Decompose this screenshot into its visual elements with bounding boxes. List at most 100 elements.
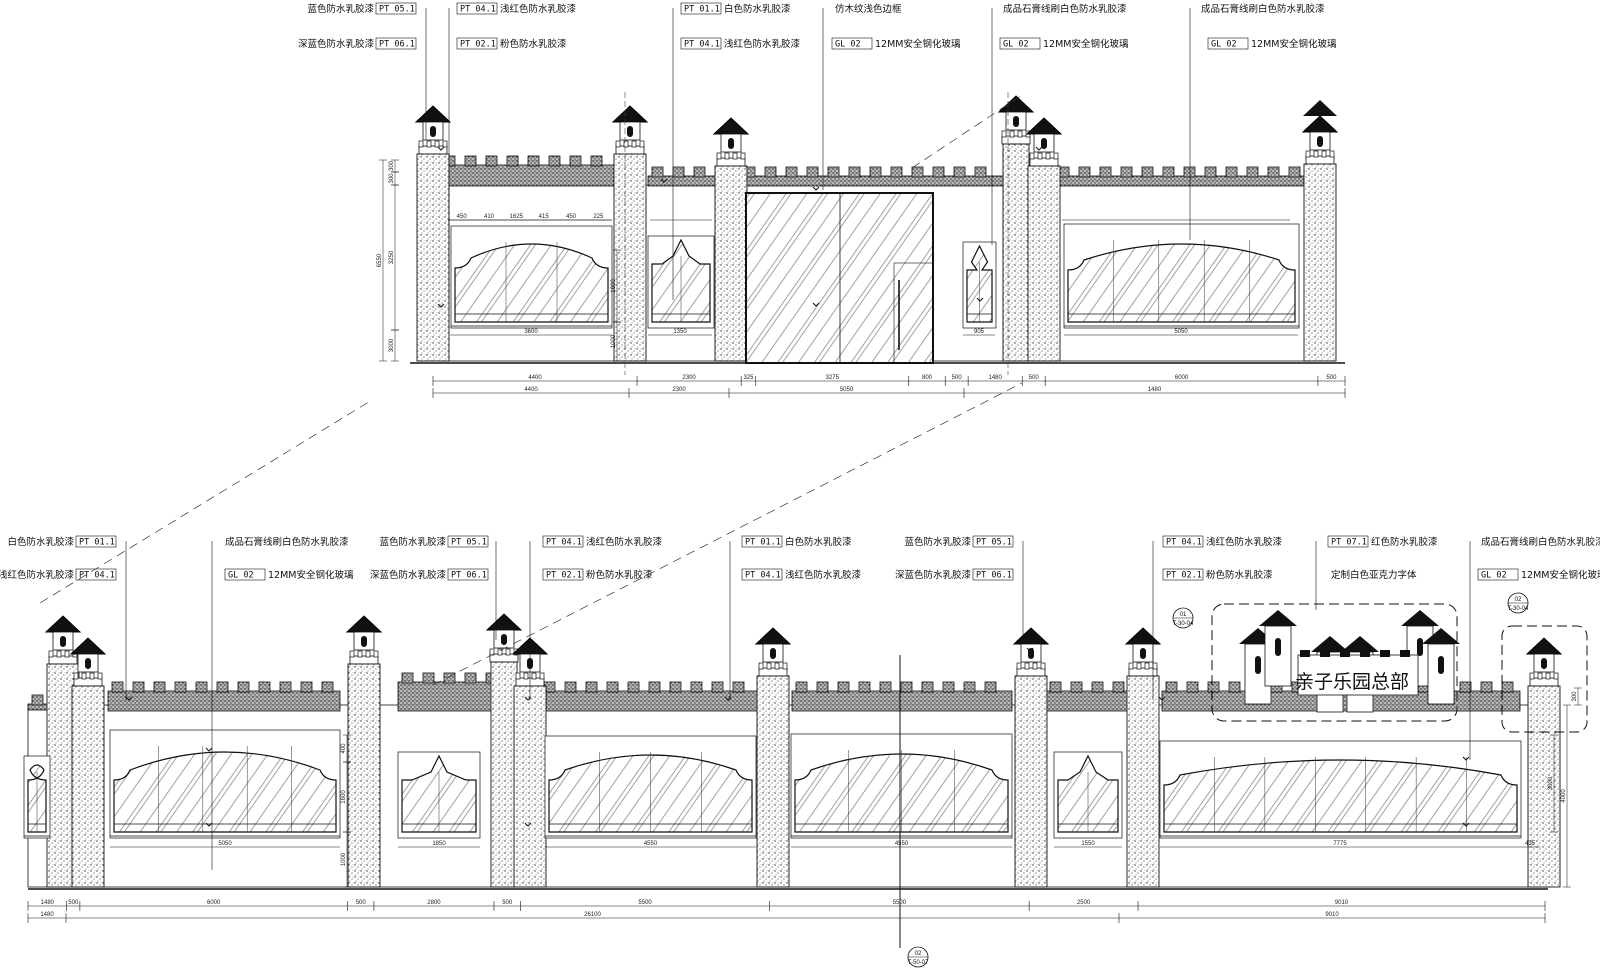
tower-merlon [1321,150,1327,158]
merlon [195,681,208,693]
merlon [690,681,703,693]
panel-dimension: 4550 [545,841,756,848]
dimension-value: 2300 [682,375,696,381]
detail-tag-number: 02 [915,951,922,957]
panel-dimension: 1350 [648,329,712,336]
material-callout: 成品石膏线刷白色防水乳胶漆 [1469,536,1600,760]
merlon [237,681,250,693]
dimension-value: 4400 [528,375,542,381]
callout-label: 12MM安全钢化玻璃 [875,38,960,50]
dimension-value: 325 [743,375,754,381]
tower-merlon [497,648,503,656]
callout-label: 粉色防水乳胶漆 [500,38,567,50]
tower-merlon [724,152,730,160]
tower-merlon [782,662,788,670]
callout-code: PT 07.1 [1331,538,1367,548]
tower-shaft [416,153,450,362]
tower-merlon [1029,152,1035,160]
tower-merlon [81,672,87,680]
glass-door [745,192,934,364]
dimension-value: 3250 [389,250,395,264]
tower-merlon [631,140,637,148]
tower-merlon [615,140,621,148]
tower-merlon [56,650,62,658]
wall-coping [791,690,1013,712]
merlon [132,681,145,693]
tower-merlon [1032,662,1038,670]
callout-label: 浅红色防水乳胶漆 [586,536,663,548]
height-dimension: 6550 [377,159,387,362]
tower-merlon [365,650,371,658]
glass-panel [113,751,337,833]
dimension-value: 415 [539,214,550,220]
tower-merlon [357,650,363,658]
callout-label: 白色防水乳胶漆 [724,3,791,15]
tower-shaft [756,675,790,888]
dimension-value: 2500 [1077,900,1091,906]
merlon [963,681,976,693]
dimension-value: 3275 [826,375,840,381]
panel-dimension: 4550 [791,841,1012,848]
dimension-value: 26100 [584,912,601,918]
callout-code-box [375,2,417,15]
callout-code: PT 04.1 [460,5,496,15]
material-callout: 仿木纹浅色边框 [822,3,902,190]
tower-merlon [73,672,79,680]
dimension-value: 5050 [1174,329,1188,335]
merlon [422,672,435,684]
callout-code: PT 02.1 [460,40,496,50]
height-dimension: 300 [389,171,399,186]
dimension-value: 6000 [1175,375,1189,381]
merlon [795,681,808,693]
sign-window-icon [1255,656,1261,674]
merlon [564,681,577,693]
tower-merlon [48,650,54,658]
merlon [464,672,477,684]
callout-label: 定制白色亚克力字体 [1331,569,1417,581]
merlon [1120,166,1133,178]
callout-arrow-icon [976,297,984,302]
tower-merlon [766,662,772,670]
tower-window-icon [728,138,734,149]
tower-merlon [539,672,545,680]
callout-label: 浅红色防水乳胶漆 [0,569,74,581]
dimension-value: 1480 [40,912,54,918]
tower-merlon [1144,662,1150,670]
tower-window-icon [1541,658,1547,669]
tower-window-icon [1013,116,1019,127]
dimension-value: 1480 [1148,387,1162,393]
dimension-value: 500 [1326,375,1337,381]
callout-code: PT 05.1 [379,5,415,15]
merlon [711,681,724,693]
material-callout: 成品石膏线刷白色防水乳胶漆 [991,3,1127,245]
height-dimension: 1000 [341,831,351,888]
callout-code-box [1162,568,1204,581]
tower-shaft [1002,143,1030,362]
tower-shaft [714,165,748,362]
merlon [300,681,313,693]
callout-code-box [456,2,498,15]
callout-code: GL 02 [1211,40,1237,50]
callout-code: PT 05.1 [976,538,1012,548]
merlon [279,681,292,693]
merlon [953,166,966,178]
projection-line [432,382,1023,686]
dimension-value: 400 [341,743,347,754]
sign-roof-icon [1422,628,1460,644]
merlon [401,672,414,684]
callout-arrow-icon [1158,696,1166,701]
merlon [443,672,456,684]
dimension-value: 500 [502,900,513,906]
callout-label: 粉色防水乳胶漆 [1206,569,1273,581]
tower-roof-icon [754,627,792,645]
wall-coping [647,175,719,187]
merlon [548,155,561,167]
merlon [1186,681,1199,693]
